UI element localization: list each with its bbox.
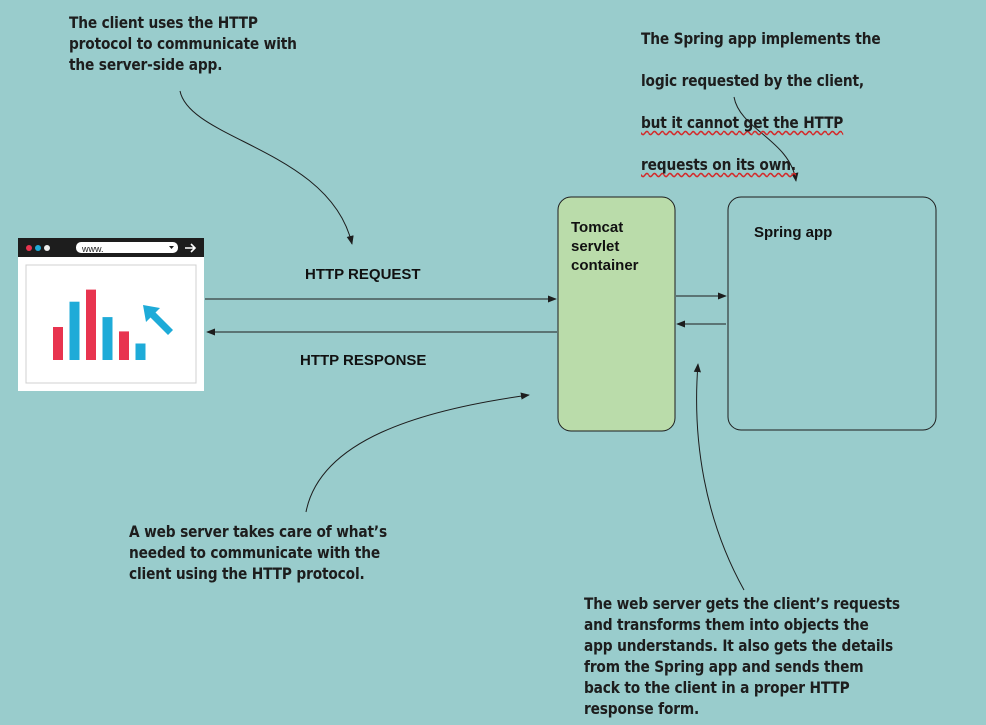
browser-chart-bar bbox=[102, 317, 113, 360]
window-close-dot bbox=[26, 245, 32, 251]
browser-chart-bar bbox=[119, 331, 129, 360]
tomcat-container-box bbox=[557, 196, 676, 432]
spring-app-title: Spring app bbox=[754, 224, 833, 241]
spring-logic-line-flagged: but it cannot get the HTTP bbox=[641, 113, 844, 132]
window-maximize-dot bbox=[44, 245, 50, 251]
browser-chart-bar bbox=[69, 301, 80, 360]
address-dropdown-caret bbox=[169, 246, 174, 249]
browser-window-icon: www. bbox=[18, 238, 204, 391]
web-server-http-annotation: A web server takes care of what’s needed… bbox=[129, 522, 387, 583]
browser-chart-bar bbox=[135, 343, 146, 360]
pointer-arrow-icon bbox=[143, 305, 173, 335]
browser-bar-chart bbox=[53, 289, 146, 360]
browser-chart-bar bbox=[86, 289, 96, 360]
callout-arrow-client bbox=[179, 90, 354, 245]
callout-arrow-spring bbox=[733, 96, 799, 182]
http-request-label: HTTP REQUEST bbox=[305, 266, 421, 283]
callout-arrow-web-server-details bbox=[693, 363, 745, 591]
spring-logic-line-flagged: requests on its own. bbox=[641, 155, 796, 174]
address-text: www. bbox=[81, 244, 104, 254]
web-server-details-annotation: The web server gets the client’s request… bbox=[584, 594, 900, 718]
spring-logic-annotation: The Spring app implements the logic requ… bbox=[641, 7, 881, 196]
callout-arrow-web-server bbox=[305, 392, 530, 513]
spring-logic-line: logic requested by the client, bbox=[641, 71, 864, 90]
address-bar bbox=[76, 242, 178, 253]
window-minimize-dot bbox=[35, 245, 41, 251]
browser-chart-bar bbox=[53, 327, 63, 360]
tomcat-title: Tomcat servlet container bbox=[571, 219, 639, 274]
http-response-label: HTTP RESPONSE bbox=[300, 352, 427, 369]
spring-app-box bbox=[727, 196, 937, 431]
spring-logic-line: The Spring app implements the bbox=[641, 29, 881, 48]
right-arrow-icon bbox=[185, 243, 197, 253]
client-http-annotation: The client uses the HTTP protocol to com… bbox=[69, 13, 297, 74]
